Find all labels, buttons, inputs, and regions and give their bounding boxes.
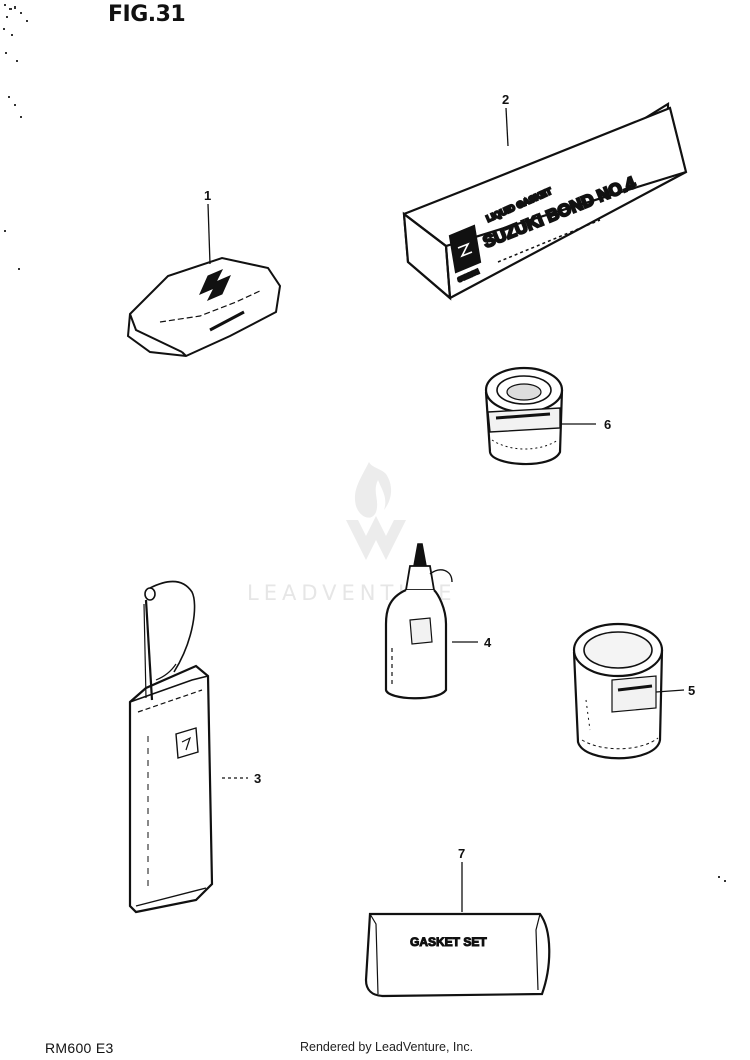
part-5-large-tin: [572, 622, 664, 760]
gasket-set-label: GASKET SET: [410, 935, 487, 949]
render-credit: Rendered by LeadVenture, Inc.: [300, 1040, 474, 1054]
callout-3: 3: [254, 771, 261, 786]
callouts: 1 2 6 4 5 3 7: [204, 92, 695, 861]
figure-title: FIG.31: [108, 2, 186, 27]
scan-speckle: [3, 4, 726, 882]
part-3-oil-can: [128, 580, 214, 914]
callout-5: 5: [688, 683, 695, 698]
callout-6: 6: [604, 417, 611, 432]
leader-lines: [207, 107, 685, 912]
callout-1: 1: [204, 188, 211, 203]
part-2-bond-box: LIQUID GASKET SUZUKI BOND NO.4 SUZUKI: [402, 102, 688, 301]
part-4-bottle: [384, 543, 453, 700]
part-6-small-tin: [484, 366, 564, 466]
part-7-gasket-set: GASKET SET: [364, 912, 551, 998]
callout-7: 7: [458, 846, 465, 861]
model-code: RM600 E3: [45, 1040, 114, 1056]
part-1-pouch: Z: [126, 256, 282, 358]
callout-2: 2: [502, 92, 509, 107]
callout-4: 4: [484, 635, 492, 650]
